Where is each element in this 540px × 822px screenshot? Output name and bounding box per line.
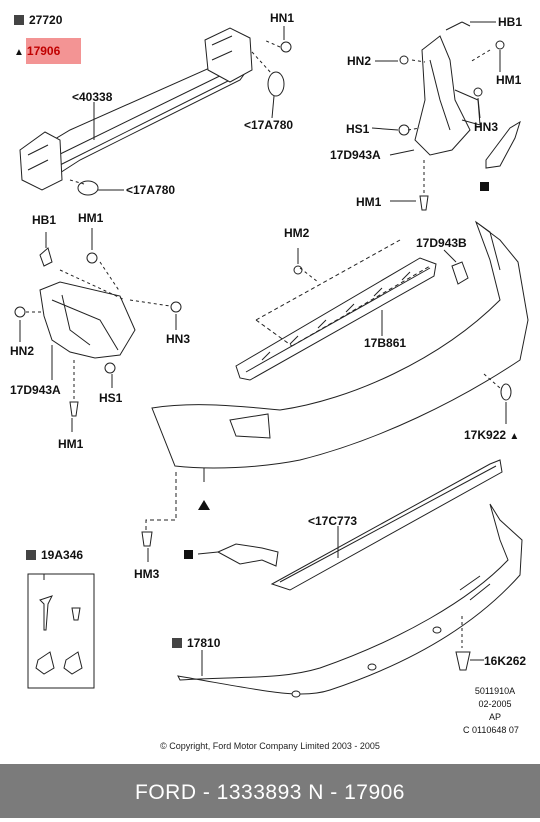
copyright-text: © Copyright, Ford Motor Company Limited … — [160, 741, 380, 751]
label-17810-text: 17810 — [187, 636, 221, 650]
ref-line-1: 5011910A — [474, 686, 516, 696]
right-bracket-drawing — [398, 21, 521, 211]
label-17d943b: 17D943B — [416, 236, 467, 250]
triangle-marker-icon: ▲ — [509, 431, 520, 442]
ref-line-3: AP — [488, 712, 501, 722]
trim-strip-drawing — [270, 459, 503, 591]
label-hm1-left: HM1 — [78, 211, 104, 225]
square-marker-icon — [26, 550, 36, 560]
left-bracket-drawing — [14, 247, 182, 417]
lower-spoiler-drawing — [177, 503, 523, 698]
part-number-highlighted: 17906 — [26, 44, 61, 58]
footer-text: FORD - 1333893 N - 17906 — [135, 781, 405, 804]
label-40338: <40338 — [72, 90, 113, 104]
label-17k922-text: 17K922 — [464, 428, 507, 442]
part-27720-label: 27720 — [14, 13, 62, 27]
label-hm1-left-2: HM1 — [58, 437, 84, 451]
label-16k262: 16K262 — [484, 654, 527, 668]
ref-line-4: C 0110648 07 — [463, 725, 519, 735]
ref-line-2: 02-2005 — [478, 699, 512, 709]
label-hb1-right: HB1 — [498, 15, 523, 29]
label-17810: 17810 — [172, 636, 220, 650]
label-hm3: HM3 — [134, 567, 160, 581]
highlight-17906 — [26, 38, 81, 64]
label-17a780-b: <17A780 — [126, 183, 176, 197]
label-17c773: <17C773 — [308, 514, 358, 528]
bumper-reinforcement-drawing — [19, 27, 292, 196]
energy-absorber-drawing — [235, 239, 469, 381]
label-hn1-top: HN1 — [270, 11, 295, 25]
square-marker-icon — [172, 638, 182, 648]
label-19a346: 19A346 — [26, 548, 83, 562]
part-number: 27720 — [29, 13, 63, 27]
label-17k922: 17K922 ▲ — [464, 428, 519, 444]
label-17a780-a: <17A780 — [244, 118, 294, 132]
label-17d943a-right: 17D943A — [330, 148, 381, 162]
label-hn3-right: HN3 — [474, 120, 499, 134]
square-marker-icon — [14, 15, 24, 25]
label-hm1-right-2: HM1 — [356, 195, 382, 209]
footer-bar: FORD - 1333893 N - 17906 — [0, 764, 540, 818]
bumper-cover-drawing — [151, 220, 529, 482]
part-17906-label: ▲17906 — [14, 44, 60, 60]
label-hn2-left: HN2 — [10, 344, 35, 358]
label-hs1-left: HS1 — [99, 391, 123, 405]
label-17b861: 17B861 — [364, 336, 407, 350]
label-hm2: HM2 — [284, 226, 310, 240]
label-hs1-right: HS1 — [346, 122, 370, 136]
label-hb1-left: HB1 — [32, 213, 57, 227]
label-hn3-left: HN3 — [166, 332, 191, 346]
label-hm1-right: HM1 — [496, 73, 522, 87]
triangle-marker-icon: ▲ — [14, 47, 24, 58]
label-17d943a-left: 17D943A — [10, 383, 61, 397]
label-19a346-text: 19A346 — [41, 548, 84, 562]
label-hn2-right: HN2 — [347, 54, 372, 68]
